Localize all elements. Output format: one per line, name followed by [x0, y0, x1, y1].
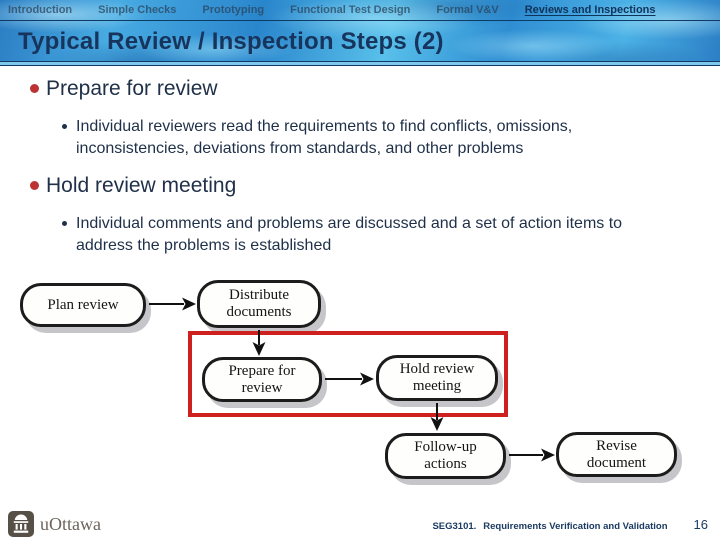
bullet-text: Hold review meeting [46, 174, 237, 197]
sub-bullet-comments-discussed: Individual comments and problems are dis… [62, 213, 700, 257]
bullet-hold-review-meeting: Hold review meeting [30, 173, 700, 199]
highlight-rectangle [188, 331, 508, 417]
nav-item-formal-vv[interactable]: Formal V&V [436, 4, 499, 16]
flow-node-distribute-documents: Distribute documents [197, 280, 321, 328]
footer: uOttawa SEG3101. Requirements Verificati… [0, 504, 720, 540]
sub-bullet-text: Individual reviewers read the requiremen… [76, 118, 573, 157]
uottawa-building-icon [8, 511, 34, 537]
flow-node-plan-review: Plan review [20, 283, 146, 327]
course-title: Requirements Verification and Validation [483, 521, 668, 532]
nav-item-prototyping[interactable]: Prototyping [202, 4, 265, 16]
sub-bullet-reviewers-read: Individual reviewers read the requiremen… [62, 116, 700, 160]
header-banner: Introduction Simple Checks Prototyping F… [0, 0, 720, 66]
slide-body: Prepare for review Individual reviewers … [0, 66, 720, 257]
page-title: Typical Review / Inspection Steps (2) [18, 27, 444, 55]
nav-item-simple-checks[interactable]: Simple Checks [98, 4, 177, 16]
flow-node-hold-review-meeting: Hold review meeting [376, 355, 498, 401]
course-code: SEG3101. [432, 521, 477, 532]
nav-item-functional-test-design[interactable]: Functional Test Design [290, 4, 411, 16]
sub-bullet-icon [62, 124, 67, 129]
bullet-prepare-for-review: Prepare for review [30, 76, 700, 102]
bullet-icon [30, 84, 39, 93]
page-number: 16 [693, 517, 708, 532]
sub-bullet-icon [62, 221, 67, 226]
nav-bar: Introduction Simple Checks Prototyping F… [0, 0, 720, 21]
bullet-icon [30, 181, 39, 190]
uottawa-wordmark: uOttawa [40, 513, 101, 534]
sub-bullet-text: Individual comments and problems are dis… [76, 215, 623, 254]
nav-item-introduction[interactable]: Introduction [8, 4, 73, 16]
footer-course-info: SEG3101. Requirements Verification and V… [432, 517, 708, 532]
title-row: Typical Review / Inspection Steps (2) [0, 22, 720, 61]
header-divider [0, 61, 720, 66]
flow-node-follow-up-actions: Follow-up actions [385, 433, 506, 479]
flow-node-revise-document: Revise document [556, 432, 677, 477]
bullet-text: Prepare for review [46, 77, 218, 100]
flow-node-prepare-for-review: Prepare for review [202, 357, 322, 402]
nav-item-reviews-and-inspections[interactable]: Reviews and Inspections [524, 4, 656, 16]
uottawa-logo: uOttawa [8, 511, 101, 537]
